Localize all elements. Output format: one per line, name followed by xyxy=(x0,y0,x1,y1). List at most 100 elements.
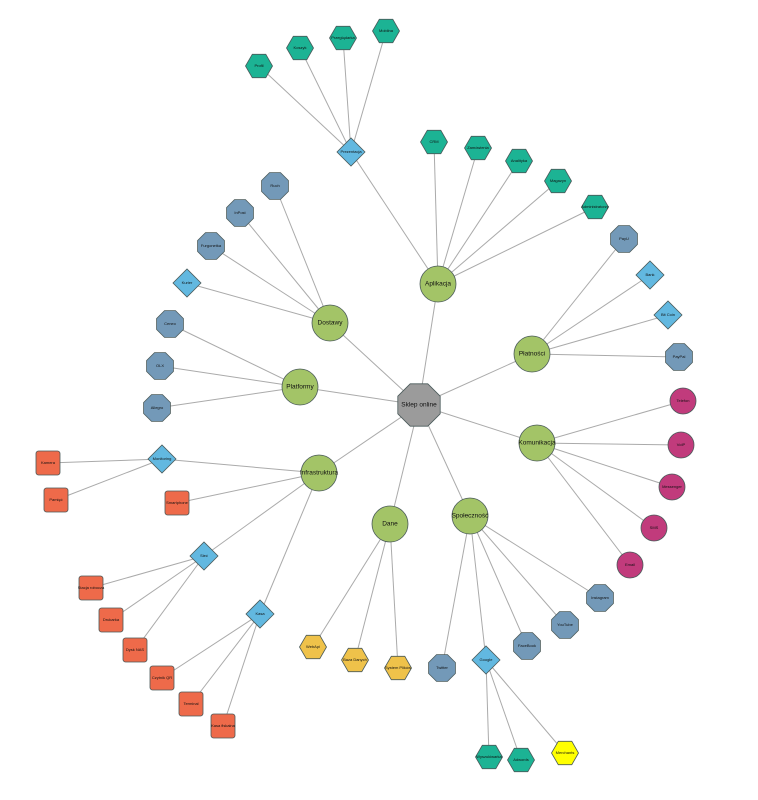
square-shape xyxy=(98,607,124,633)
hexagon-shape xyxy=(475,744,503,770)
square-shape xyxy=(164,490,190,516)
node-google[interactable]: Google xyxy=(471,645,501,675)
square-shape xyxy=(178,691,204,717)
node-kasafiskalna[interactable]: Kasa fiskalna xyxy=(210,713,236,739)
node-label: Drukarka xyxy=(103,617,120,622)
edge-platnosci-paypal xyxy=(531,353,680,358)
node-youtube[interactable]: YouTube xyxy=(551,611,579,639)
node-wyszukiwarka[interactable]: Wyszukiwarka xyxy=(475,744,503,770)
node-administratorzy[interactable]: Administratorzy xyxy=(581,194,609,220)
node-czytnikqr[interactable]: Czytnik QR xyxy=(149,665,175,691)
hub-shape xyxy=(281,368,319,406)
node-payu[interactable]: PayU xyxy=(610,225,638,253)
node-profil[interactable]: Profil xyxy=(245,53,273,79)
root-shape xyxy=(397,383,441,427)
edge-monitoring-pamiec xyxy=(55,458,163,501)
node-kurier[interactable]: Kurier xyxy=(172,268,202,298)
edge-dostawy-furgonetka xyxy=(210,245,331,324)
node-label: Koszyk xyxy=(294,45,307,50)
node-label: Ceneo xyxy=(164,321,177,326)
node-label: Czytnik QR xyxy=(152,675,172,680)
node-inpost[interactable]: InPost xyxy=(226,199,254,227)
node-dysknas[interactable]: Dysk NAS xyxy=(122,637,148,663)
node-smartphone[interactable]: Smartphone xyxy=(164,490,190,516)
node-platnosci[interactable]: Płatności xyxy=(513,335,551,373)
square-shape xyxy=(35,450,61,476)
hexagon-shape xyxy=(507,747,535,773)
edge-prezentacja-mobilna xyxy=(350,30,387,153)
node-dane[interactable]: Dane xyxy=(371,505,409,543)
node-furgonetka[interactable]: Furgonetka xyxy=(197,232,225,260)
edge-google-wyszukiwarka xyxy=(485,659,490,758)
node-bank[interactable]: Bank xyxy=(635,260,665,290)
node-root[interactable]: Sklep online xyxy=(397,383,441,427)
node-sms[interactable]: SMS xyxy=(640,514,668,542)
octagon-shape xyxy=(197,232,225,260)
hub-shape xyxy=(300,454,338,492)
node-systemplikow[interactable]: System Plików xyxy=(384,655,412,681)
edge-platformy-ceneo xyxy=(169,323,301,388)
hexagon-shape xyxy=(372,18,400,44)
node-merchants[interactable]: Merchants xyxy=(551,740,579,766)
node-ruch[interactable]: Ruch xyxy=(261,172,289,200)
node-label: Płatności xyxy=(519,351,545,358)
edge-spolecznosc-youtube xyxy=(469,515,566,626)
node-paypal[interactable]: PayPal xyxy=(665,343,693,371)
node-voip[interactable]: VoIP xyxy=(667,431,695,459)
node-email[interactable]: Email xyxy=(616,551,644,579)
node-kasa[interactable]: Kasa xyxy=(245,599,275,629)
node-label: OLX xyxy=(156,363,164,368)
node-dostawy[interactable]: Dostawy xyxy=(311,304,349,342)
node-telefon[interactable]: Telefon xyxy=(669,387,697,415)
node-zamowienia[interactable]: Zamówienia xyxy=(464,135,492,161)
node-infrastruktura[interactable]: Infrastruktura xyxy=(300,454,339,492)
node-kamera[interactable]: Kamera xyxy=(35,450,61,476)
node-magazyn[interactable]: Magazyn xyxy=(544,168,572,194)
node-label: Kasa xyxy=(255,611,265,616)
node-stacjarobocza[interactable]: Stacja robocza xyxy=(78,575,105,601)
node-terminal[interactable]: Terminal xyxy=(178,691,204,717)
square-shape xyxy=(43,487,69,513)
node-label: Wyszukiwarka xyxy=(476,754,502,759)
node-bazadanych[interactable]: Baza Danych xyxy=(341,647,369,673)
node-label: Allegro xyxy=(151,405,164,410)
node-label: Merchants xyxy=(556,750,575,755)
node-aplikacja[interactable]: Aplikacja xyxy=(419,265,457,303)
hexagon-shape xyxy=(544,168,572,194)
edge-aplikacja-crm xyxy=(433,141,439,285)
node-crm[interactable]: CRM xyxy=(420,129,448,155)
node-siec[interactable]: Sieć xyxy=(189,541,219,571)
node-drukarka[interactable]: Drukarka xyxy=(98,607,124,633)
node-bitcoin[interactable]: Bit Coin xyxy=(653,300,683,330)
node-monitoring[interactable]: Monitoring xyxy=(147,444,177,474)
hexagon-shape xyxy=(420,129,448,155)
node-prezentacja[interactable]: Prezentacja xyxy=(336,137,366,167)
edge-siec-drukarka xyxy=(110,555,205,621)
node-label: Dostawy xyxy=(318,320,344,327)
node-webapi[interactable]: WebApi xyxy=(299,634,327,660)
node-komunikacja[interactable]: Komunikacja xyxy=(518,424,556,462)
node-messenger[interactable]: Messenger xyxy=(658,473,686,501)
hexagon-shape xyxy=(341,647,369,673)
node-facebook[interactable]: FaceBook xyxy=(513,632,541,660)
node-spolecznosc[interactable]: Społeczność xyxy=(451,497,490,535)
hexagon-shape xyxy=(581,194,609,220)
node-analityka[interactable]: Analityka xyxy=(505,148,533,174)
node-koszyk[interactable]: Koszyk xyxy=(286,35,314,61)
node-olx[interactable]: OLX xyxy=(146,352,174,380)
node-mobilna[interactable]: Mobilna xyxy=(372,18,400,44)
node-label: Kasa fiskalna xyxy=(211,723,236,728)
edge-prezentacja-koszyk xyxy=(299,47,352,153)
node-pamiec[interactable]: Pamięć xyxy=(43,487,69,513)
node-platformy[interactable]: Platformy xyxy=(281,368,319,406)
hub-shape xyxy=(513,335,551,373)
node-przegladarka[interactable]: Przeglądarka xyxy=(329,25,357,51)
hub-shape xyxy=(451,497,489,535)
node-twitter[interactable]: Twitter xyxy=(428,654,456,682)
node-allegro[interactable]: Allegro xyxy=(143,394,171,422)
node-ceneo[interactable]: Ceneo xyxy=(156,310,184,338)
edge-kasa-terminal xyxy=(190,613,261,705)
node-adwords[interactable]: Adwords xyxy=(507,747,535,773)
node-instagram[interactable]: Instagram xyxy=(586,584,614,612)
